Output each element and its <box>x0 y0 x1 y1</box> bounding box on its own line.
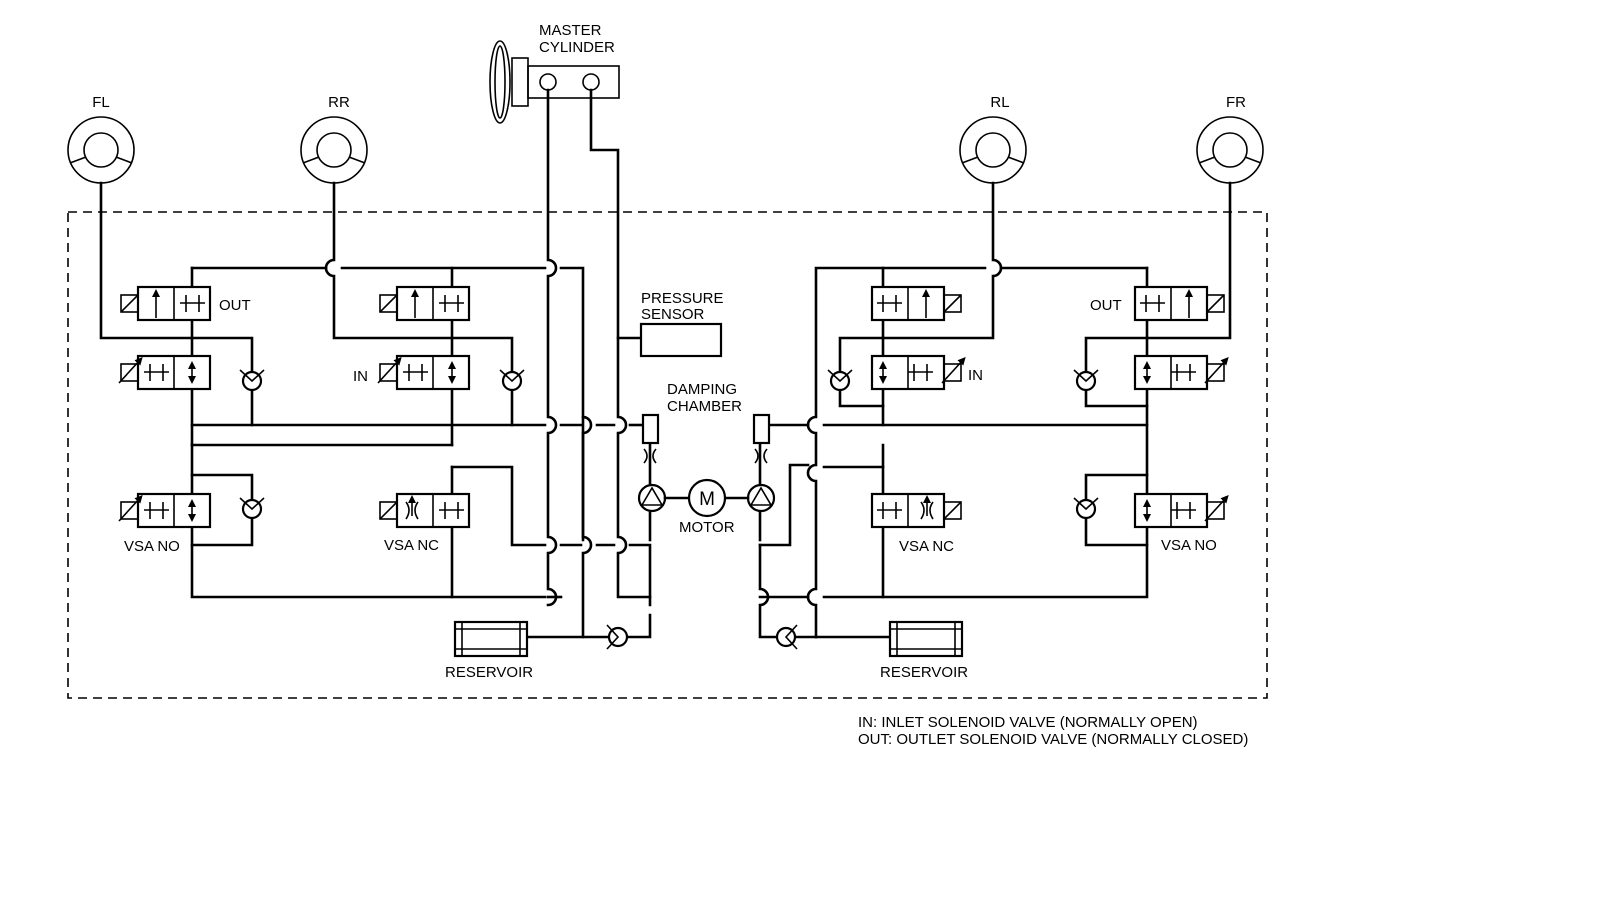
wheel-label-rr: RR <box>328 94 350 111</box>
master-cylinder-label-2: CYLINDER <box>539 39 615 56</box>
wheel-rl <box>959 116 1027 184</box>
damping-chamber-right <box>752 413 771 464</box>
motor <box>663 478 750 518</box>
master-cylinder-label-1: MASTER <box>539 22 602 39</box>
reservoir-right <box>888 620 964 658</box>
wheel-fr <box>1196 116 1264 184</box>
fl-vsa-no-valve <box>118 492 212 529</box>
valve-label-vsa-no-left: VSA NO <box>124 538 180 555</box>
wheel-label-fr: FR <box>1226 94 1246 111</box>
legend-line-1: IN: INLET SOLENOID VALVE (NORMALLY OPEN) <box>858 714 1198 731</box>
reservoir-left <box>453 620 529 658</box>
pressure-sensor-label-2: SENSOR <box>641 306 705 323</box>
fl-inlet-valve <box>118 354 212 391</box>
check-valve-fl-in <box>239 369 265 392</box>
fr-vsa-no-valve <box>1133 492 1229 529</box>
fl-outlet-valve <box>120 285 212 322</box>
damping-chamber-left <box>641 413 660 464</box>
pump-left <box>637 483 667 513</box>
valve-label-vsa-nc-left: VSA NC <box>384 537 439 554</box>
motor-label: MOTOR <box>679 519 735 536</box>
pressure-sensor <box>639 322 723 358</box>
wheel-label-rl: RL <box>990 94 1009 111</box>
check-valve-fl-vsa <box>239 497 265 520</box>
master-cylinder <box>489 40 620 124</box>
piping-left <box>99 88 652 639</box>
check-valve-fr-in <box>1073 369 1099 392</box>
damping-chamber-label-1: DAMPING <box>667 381 737 398</box>
rr-outlet-valve <box>379 285 471 322</box>
check-valve-rr-in <box>499 369 525 392</box>
valve-label-in-left: IN <box>353 368 368 385</box>
left-vsa-nc-valve <box>379 492 471 529</box>
fr-inlet-valve <box>1133 354 1229 391</box>
wheel-label-fl: FL <box>92 94 110 111</box>
pump-right <box>746 483 776 513</box>
wheel-rr <box>300 116 368 184</box>
legend-line-2: OUT: OUTLET SOLENOID VALVE (NORMALLY CLO… <box>858 731 1248 748</box>
reservoir-label-left: RESERVOIR <box>445 664 533 681</box>
damping-chamber-label-2: CHAMBER <box>667 398 742 415</box>
check-valve-rl-in <box>827 369 853 392</box>
rl-outlet-valve <box>870 285 962 322</box>
check-valve-fr-vsa <box>1073 497 1099 520</box>
motor-symbol: M <box>699 489 715 510</box>
valve-label-out-left: OUT <box>219 297 251 314</box>
valve-label-in-right: IN <box>968 367 983 384</box>
fr-outlet-valve <box>1133 285 1225 322</box>
valve-label-vsa-no-right: VSA NO <box>1161 537 1217 554</box>
rl-inlet-valve <box>870 354 966 391</box>
right-vsa-nc-valve <box>870 492 962 529</box>
valve-label-out-right: OUT <box>1090 297 1122 314</box>
wheel-fl <box>67 116 135 184</box>
pressure-sensor-label-1: PRESSURE <box>641 290 724 307</box>
modulator-boundary <box>67 211 1268 699</box>
piping-right <box>758 181 1232 639</box>
valve-label-vsa-nc-right: VSA NC <box>899 538 954 555</box>
reservoir-label-right: RESERVOIR <box>880 664 968 681</box>
rr-inlet-valve <box>377 354 471 391</box>
check-valve-reservoir-right <box>775 624 798 650</box>
check-valve-reservoir-left <box>606 624 629 650</box>
